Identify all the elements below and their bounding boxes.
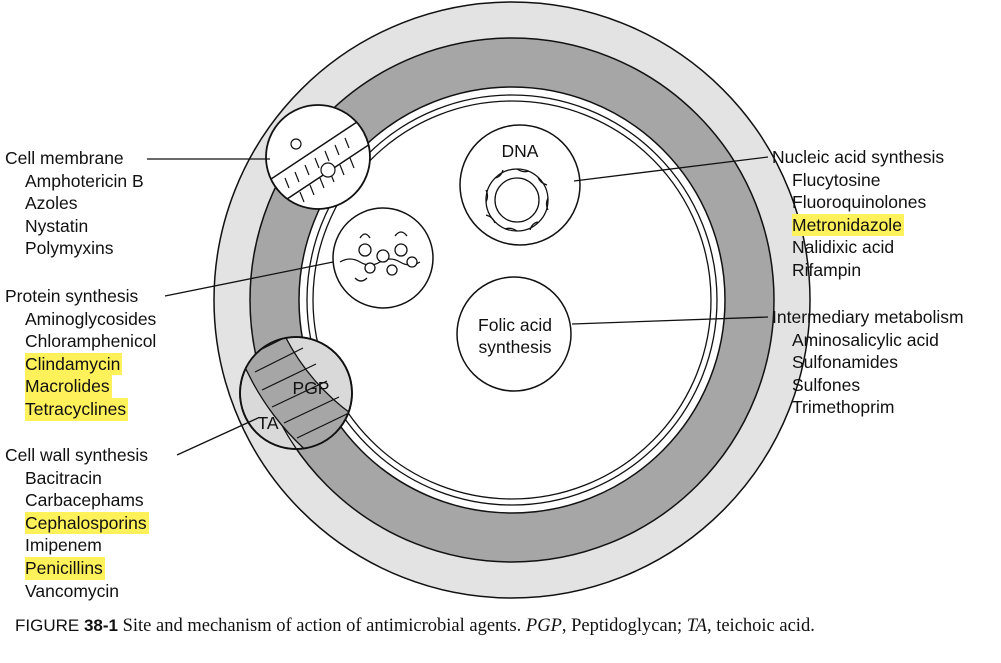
cell-membrane-outer-line	[306, 94, 718, 506]
cell-diagram	[147, 1, 811, 599]
folic-acid-region-circle	[456, 276, 572, 392]
ta-label: TA	[257, 413, 279, 433]
drug-item: Sulfones	[792, 374, 861, 395]
drug-item: Metronidazole	[792, 213, 904, 237]
drug-item: Nystatin	[25, 215, 89, 236]
dna-label: DNA	[501, 141, 539, 161]
group-heading: Cell membrane	[5, 148, 124, 168]
drug-item: Polymyxins	[25, 238, 114, 259]
drug-item: Rifampin	[792, 259, 862, 280]
drug-item: Bacitracin	[25, 467, 102, 488]
group-heading: Intermediary metabolism	[772, 307, 964, 327]
drug-item: Amphotericin B	[25, 170, 144, 191]
drug-item: Aminosalicylic acid	[792, 329, 939, 350]
drug-item: Clindamycin	[25, 352, 123, 376]
cell-membrane-callout	[265, 104, 371, 210]
leader-nucleic-acid	[573, 156, 769, 182]
drug-item: Carbacephams	[25, 490, 144, 511]
leader-cell-wall	[176, 417, 259, 456]
figure-caption: FIGURE 38-1 Site and mechanism of action…	[15, 616, 815, 636]
cell-wall-callout	[239, 336, 353, 450]
group-intermediary-metabolism: Intermediary metabolism Aminosalicylic a…	[772, 306, 964, 419]
drug-item: Imipenem	[25, 535, 102, 556]
drug-item: Trimethoprim	[792, 397, 895, 418]
leader-protein-synthesis	[164, 261, 334, 297]
drug-item: Aminoglycosides	[25, 308, 157, 329]
figure-number: 38-1	[83, 616, 118, 635]
ribosome-icon	[339, 231, 421, 282]
leader-intermediary	[571, 316, 769, 325]
drug-item: Flucytosine	[792, 169, 881, 190]
dna-helix-icon	[485, 168, 549, 232]
drug-item: Cephalosporins	[25, 511, 149, 535]
drug-item: Vancomycin	[25, 580, 120, 601]
drug-item: Chloramphenicol	[25, 331, 157, 352]
group-heading: Nucleic acid synthesis	[772, 147, 945, 167]
drug-item: Penicillins	[25, 556, 105, 580]
drug-item: Macrolides	[25, 375, 112, 398]
drug-item: Fluoroquinolones	[792, 192, 927, 213]
drug-item: Azoles	[25, 193, 78, 214]
group-heading: Protein synthesis	[5, 286, 139, 306]
drug-item: Nalidixic acid	[792, 237, 895, 258]
drug-item: Sulfonamides	[792, 352, 899, 373]
folic-acid-label: Folic acid synthesis	[478, 315, 552, 357]
pgp-label: PGP	[292, 378, 330, 398]
drug-item: Tetracyclines	[25, 397, 129, 421]
group-heading: Cell wall synthesis	[5, 445, 148, 465]
